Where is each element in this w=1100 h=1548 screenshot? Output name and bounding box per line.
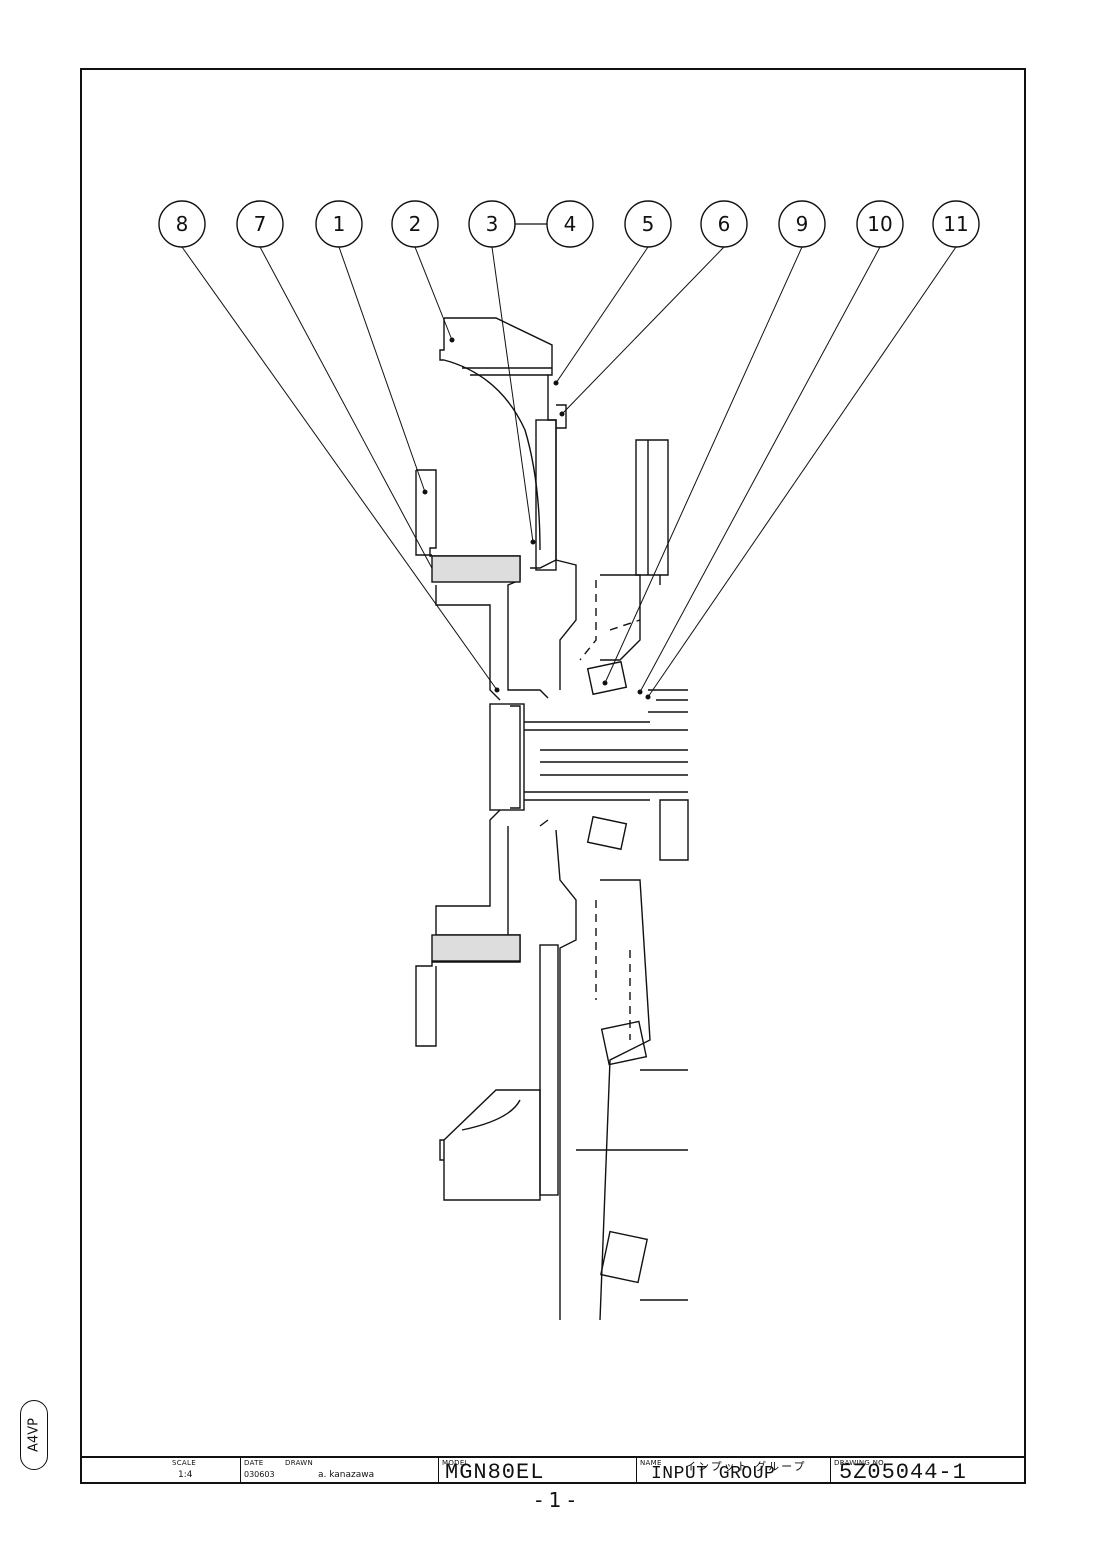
sheet-size-tag: A4VP bbox=[20, 1400, 48, 1470]
leader-layer bbox=[181, 246, 957, 700]
tb-model-cell: MODEL MGN80EL bbox=[438, 1458, 636, 1485]
lower-taper-bearing-2 bbox=[600, 1020, 648, 1066]
dashed-hidden-upper bbox=[579, 580, 641, 661]
lower-housing-inner bbox=[461, 1099, 521, 1131]
model-label: MODEL bbox=[442, 1459, 469, 1467]
leader-line-3 bbox=[491, 246, 534, 543]
drawing-no-value: 5Z05044-1 bbox=[839, 1460, 967, 1485]
balloon-6-label: 6 bbox=[718, 212, 731, 236]
balloon-1-label: 1 bbox=[333, 212, 346, 236]
lower-taper-bearing bbox=[586, 815, 628, 851]
lower-cover-plate bbox=[539, 944, 559, 1196]
name-value: INPUT GROUP bbox=[651, 1464, 776, 1484]
lower-taper-bearing-3 bbox=[600, 1230, 648, 1284]
upper-housing-inner-arc bbox=[443, 359, 541, 551]
balloon-8-label: 8 bbox=[176, 212, 189, 236]
right-flange-upper bbox=[648, 689, 688, 713]
name-japanese: インプット グループ bbox=[685, 1460, 807, 1473]
carrier-end bbox=[510, 705, 521, 809]
balloon-5-label: 5 bbox=[642, 212, 655, 236]
cover-plate bbox=[535, 419, 557, 571]
leader-dot-9 bbox=[602, 680, 608, 686]
hub-web-upper bbox=[415, 470, 501, 701]
drawing-no-label: DRAWING NO. bbox=[834, 1459, 887, 1467]
input-shaft bbox=[524, 721, 688, 801]
leader-dot-6 bbox=[559, 411, 565, 417]
tb-scale-cell: SCALE 1:4 bbox=[166, 1458, 240, 1484]
leader-line-6 bbox=[561, 246, 725, 415]
leader-dot-1 bbox=[422, 489, 428, 495]
upper-taper-bearing bbox=[586, 660, 628, 696]
scale-value: 1:4 bbox=[178, 1470, 193, 1480]
sheet-size-label: A4VP bbox=[26, 1418, 42, 1452]
balloon-3-label: 3 bbox=[486, 212, 499, 236]
part-section-view bbox=[415, 317, 689, 1321]
upper-housing-top-rim bbox=[462, 367, 552, 376]
balloon-2-label: 2 bbox=[409, 212, 422, 236]
tb-blank-cell bbox=[80, 1458, 166, 1484]
drawing-frame bbox=[80, 68, 1026, 1484]
upper-right-block bbox=[635, 439, 669, 585]
drawn-value: a. kanazawa bbox=[318, 1470, 375, 1480]
hub-web-lower bbox=[507, 819, 549, 935]
upper-housing-flange bbox=[439, 318, 445, 361]
leader-dot-3 bbox=[530, 539, 536, 545]
leader-dot-8 bbox=[494, 687, 500, 693]
leader-dot-11 bbox=[645, 694, 651, 700]
leader-line-2 bbox=[414, 246, 453, 341]
leader-line-8 bbox=[181, 246, 498, 691]
balloon-layer: 8 7 1 2 3 4 5 6 9 10 11 bbox=[158, 200, 980, 248]
leader-line-1 bbox=[338, 246, 426, 493]
tb-drawn-cell: DRAWN a. kanazawa bbox=[282, 1458, 438, 1484]
leader-line-7 bbox=[259, 246, 435, 573]
scale-label: SCALE bbox=[172, 1459, 196, 1467]
lower-shaft-line bbox=[576, 1069, 688, 1301]
page-number: - 1 - bbox=[535, 1488, 575, 1512]
title-block: SCALE 1:4 DATE 030603 DRAWN a. kanazawa … bbox=[80, 1456, 1026, 1485]
drawn-label: DRAWN bbox=[285, 1459, 314, 1467]
balloon-9-label: 9 bbox=[796, 212, 809, 236]
leader-line-9 bbox=[604, 246, 803, 684]
dashed-hidden-lower bbox=[595, 900, 631, 1040]
ring-gear-hub-lower bbox=[415, 809, 521, 1047]
lower-housing-outline bbox=[439, 1089, 541, 1201]
leader-line-10 bbox=[639, 246, 881, 693]
model-value: MGN80EL bbox=[445, 1460, 545, 1485]
leader-line-5 bbox=[555, 246, 649, 384]
balloon-4-label: 4 bbox=[564, 212, 577, 236]
date-value: 030603 bbox=[244, 1470, 275, 1479]
name-label: NAME bbox=[640, 1459, 662, 1467]
tb-date-cell: DATE 030603 bbox=[240, 1458, 282, 1484]
leader-dot-2 bbox=[449, 337, 455, 343]
leader-dot-5 bbox=[553, 380, 559, 386]
bolt-head bbox=[556, 404, 567, 429]
right-casing-upper bbox=[555, 559, 641, 690]
leader-dot-10 bbox=[637, 689, 643, 695]
upper-housing-outline bbox=[444, 317, 557, 569]
right-lower-block bbox=[659, 799, 689, 861]
lower-bearing-block bbox=[431, 934, 521, 962]
upper-bearing-block bbox=[431, 555, 521, 583]
balloon-7-label: 7 bbox=[254, 212, 267, 236]
balloon-11-label: 11 bbox=[943, 212, 968, 236]
tb-name-cell: NAME インプット グループ INPUT GROUP bbox=[636, 1458, 830, 1484]
date-label: DATE bbox=[244, 1459, 264, 1467]
lower-casing bbox=[555, 829, 651, 1321]
balloon-10-label: 10 bbox=[867, 212, 892, 236]
leader-line-11 bbox=[647, 246, 957, 698]
center-carrier bbox=[489, 703, 525, 811]
tb-drawing-no-cell: DRAWING NO. 5Z05044-1 bbox=[830, 1458, 1024, 1485]
